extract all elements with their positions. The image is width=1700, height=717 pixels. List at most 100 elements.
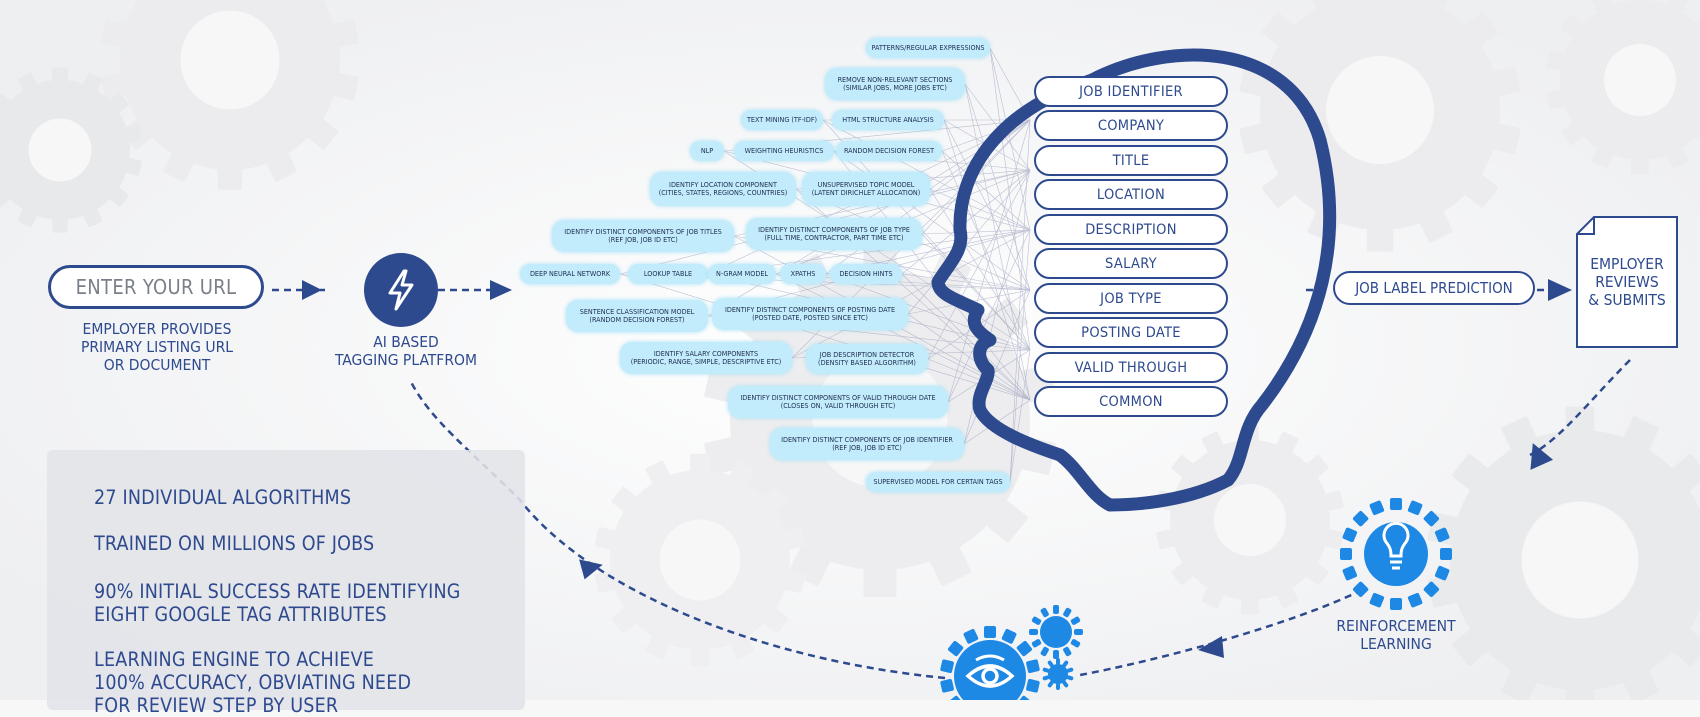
algorithm-text: LOOKUP TABLE	[644, 270, 692, 278]
algorithm-node: SENTENCE CLASSIFICATION MODEL(RANDOM DEC…	[566, 300, 708, 332]
gear-tooth	[1070, 638, 1081, 648]
gear-tooth	[1056, 683, 1060, 690]
algorithm-text: (SIMILAR JOBS, MORE JOBS ETC)	[843, 84, 947, 92]
lightning-bolt-icon	[384, 269, 418, 311]
algorithm-text: (DENSITY BASED ALGORITHM)	[818, 359, 916, 367]
job-label-pill: DESCRIPTION	[1034, 214, 1228, 245]
gear-tooth	[1434, 527, 1450, 543]
algorithm-text: (RANDOM DECISION FOREST)	[589, 316, 684, 324]
gear-tooth	[1070, 616, 1081, 626]
review-line: REVIEWS	[1588, 273, 1665, 291]
gear-tooth	[1407, 592, 1423, 608]
gear-tooth	[1053, 650, 1059, 659]
algorithm-node: TEXT MINING (TF-IDF)	[741, 110, 823, 130]
gear-tooth	[1062, 646, 1072, 657]
algorithm-node: DECISION HINTS	[830, 264, 902, 284]
gear-tooth	[963, 628, 979, 644]
job-label-pill: JOB TYPE	[1034, 283, 1228, 314]
job-label-pill: POSTING DATE	[1034, 317, 1228, 348]
gear-tooth	[1352, 581, 1369, 598]
algorithm-text: PATTERNS/REGULAR EXPRESSIONS	[872, 44, 985, 52]
algorithm-text: NLP	[701, 147, 713, 155]
gear-tooth	[1040, 646, 1050, 657]
algorithm-text: (PERIODIC, RANGE, SIMPLE, DESCRIPTIVE ET…	[631, 358, 782, 366]
gear-tooth	[1390, 498, 1402, 510]
gear-tooth	[984, 626, 996, 638]
gear-tooth	[1342, 527, 1358, 543]
lightbulb-gear-icon	[1340, 498, 1452, 610]
gear-tooth	[1056, 658, 1060, 665]
gear-tooth	[1340, 548, 1352, 560]
review-line: & SUBMITS	[1588, 291, 1665, 309]
job-label-pill: SALARY	[1034, 248, 1228, 279]
gear-tooth	[940, 659, 954, 673]
gear-tooth	[1001, 628, 1017, 644]
algorithm-node: NLP	[690, 141, 724, 161]
gear-tooth	[1390, 598, 1402, 610]
algorithm-node: REMOVE NON-RELEVANT SECTIONS(SIMILAR JOB…	[825, 68, 965, 100]
gear-tooth	[940, 679, 954, 693]
stat-line: 90% INITIAL SUCCESS RATE IDENTIFYING	[94, 580, 461, 603]
algorithm-text: DEEP NEURAL NETWORK	[530, 270, 610, 278]
algorithm-node: IDENTIFY DISTINCT COMPONENTS OF POSTING …	[712, 298, 908, 330]
gear-tooth	[1423, 510, 1440, 527]
caption-line: LEARNING	[1316, 635, 1476, 653]
algorithm-node: XPATHS	[780, 264, 826, 284]
job-label-pill: JOB IDENTIFIER	[1034, 76, 1228, 107]
connector-line	[1010, 350, 1030, 482]
algorithm-text: XPATHS	[791, 270, 816, 278]
ai-platform-node	[364, 253, 438, 327]
algorithm-node: IDENTIFY DISTINCT COMPONENTS OF JOB TYPE…	[746, 218, 922, 250]
stat-item: TRAINED ON MILLIONS OF JOBS	[94, 532, 374, 555]
algorithm-text: (REF JOB, JOB ID ETC)	[608, 236, 677, 244]
employer-review-document: EMPLOYER REVIEWS & SUBMITS	[1576, 216, 1678, 348]
algorithm-text: (LATENT DIRICHLET ALLOCATION)	[812, 189, 921, 197]
algorithm-node: IDENTIFY DISTINCT COMPONENTS OF JOB IDEN…	[770, 428, 964, 460]
algorithm-node: LOOKUP TABLE	[628, 264, 708, 284]
caption-line: OR DOCUMENT	[62, 356, 252, 374]
algorithm-node: DEEP NEURAL NETWORK	[520, 264, 620, 284]
url-input[interactable]: ENTER YOUR URL	[48, 265, 264, 309]
algorithm-text: SUPERVISED MODEL FOR CERTAIN TAGS	[873, 478, 1002, 486]
job-label-pill: COMMON	[1034, 386, 1228, 417]
algorithm-text: (FULL TIME, CONTRACTOR, PART TIME ETC)	[765, 234, 904, 242]
gear-tooth	[1029, 629, 1038, 635]
stat-line: LEARNING ENGINE TO ACHIEVE	[94, 648, 411, 671]
feedback-loop-review-to-rl	[1530, 360, 1630, 455]
gear-tooth	[1074, 629, 1083, 635]
caption-line: PRIMARY LISTING URL	[62, 338, 252, 356]
gear-tooth	[1369, 592, 1385, 608]
stat-line: 100% ACCURACY, OBVIATING NEED	[94, 671, 411, 694]
gear-tooth	[1434, 565, 1450, 581]
caption-line: REINFORCEMENT	[1316, 617, 1476, 635]
gear-tooth	[1407, 500, 1423, 516]
algorithm-node: HTML STRUCTURE ANALYSIS	[832, 110, 944, 130]
algorithm-node: SUPERVISED MODEL FOR CERTAIN TAGS	[866, 472, 1010, 492]
algorithm-text: N-GRAM MODEL	[716, 270, 768, 278]
gear-tooth	[1026, 679, 1040, 693]
algorithm-node: JOB DESCRIPTION DETECTOR(DENSITY BASED A…	[806, 344, 928, 374]
gear-tooth	[1342, 565, 1358, 581]
gear-tooth	[1031, 638, 1042, 648]
stat-line: EIGHT GOOGLE TAG ATTRIBUTES	[94, 603, 461, 626]
algorithm-text: WEIGHTING HEURISTICS	[745, 147, 824, 155]
job-label-pill: VALID THROUGH	[1034, 352, 1228, 383]
caption-line: AI BASED	[316, 333, 496, 351]
stat-line: 27 INDIVIDUAL ALGORITHMS	[94, 486, 351, 509]
stat-line: TRAINED ON MILLIONS OF JOBS	[94, 532, 374, 555]
gear-tooth	[1369, 500, 1385, 516]
platform-caption: AI BASED TAGGING PLATFROM	[316, 333, 496, 369]
caption-line: TAGGING PLATFROM	[316, 351, 496, 369]
gear-tooth	[1040, 607, 1050, 618]
algorithm-text: (REF JOB, JOB ID ETC)	[832, 444, 901, 452]
algorithm-text: (POSTED DATE, POSTED SINCE ETC)	[752, 314, 868, 322]
connector-line	[620, 274, 1030, 400]
gear-tooth	[1352, 510, 1369, 527]
algorithm-node: WEIGHTING HEURISTICS	[734, 141, 834, 161]
stat-line: FOR REVIEW STEP BY USER	[94, 694, 411, 717]
algorithm-node: IDENTIFY DISTINCT COMPONENTS OF JOB TITL…	[552, 220, 734, 252]
arrowhead	[1548, 279, 1572, 301]
gear-tooth	[1031, 616, 1042, 626]
algorithm-node: N-GRAM MODEL	[708, 264, 776, 284]
